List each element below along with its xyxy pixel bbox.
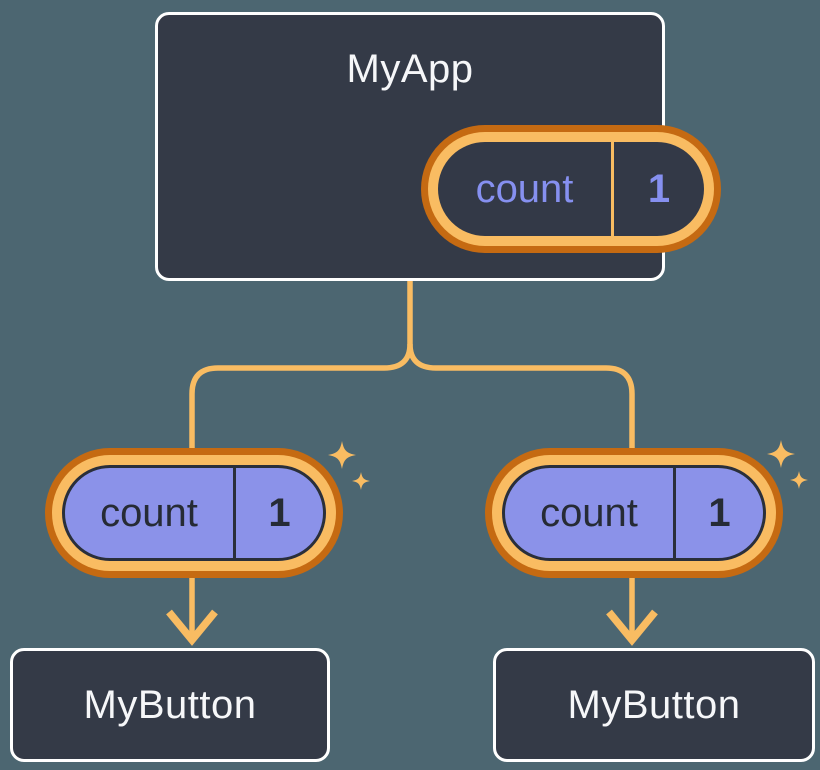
props-label: count bbox=[540, 490, 638, 535]
props-value: 1 bbox=[708, 490, 731, 535]
sparkles-icon bbox=[767, 440, 795, 468]
props-pill-body: count 1 bbox=[62, 465, 326, 561]
props-pill-inner-ring: count 1 bbox=[492, 455, 776, 571]
state-pill-root: count 1 bbox=[421, 125, 721, 253]
component-node-mybutton-left: MyButton bbox=[10, 648, 330, 762]
state-pill-body: count 1 bbox=[438, 142, 704, 236]
node-title: MyApp bbox=[346, 47, 474, 91]
pill-divider bbox=[673, 468, 676, 558]
props-pill-body: count 1 bbox=[502, 465, 766, 561]
props-pill-inner-ring: count 1 bbox=[52, 455, 336, 571]
arrow-down-icon bbox=[166, 609, 218, 646]
node-title: MyButton bbox=[83, 683, 257, 727]
arrow-down-icon bbox=[606, 609, 658, 646]
state-pill-inner-ring: count 1 bbox=[428, 132, 714, 246]
pill-divider bbox=[611, 142, 614, 236]
component-node-myapp: MyApp count 1 bbox=[155, 12, 721, 281]
wire-branch-left bbox=[189, 343, 413, 642]
sparkles-icon bbox=[790, 471, 808, 489]
props-pill-right: count 1 bbox=[485, 448, 783, 578]
props-value: 1 bbox=[268, 490, 291, 535]
state-value: 1 bbox=[647, 166, 671, 211]
props-pill-left: count 1 bbox=[45, 448, 343, 578]
pill-divider bbox=[233, 468, 236, 558]
component-node-mybutton-right: MyButton bbox=[493, 648, 815, 762]
sparkles-icon bbox=[328, 441, 356, 469]
props-label: count bbox=[100, 490, 198, 535]
wire-branch-right bbox=[407, 343, 635, 642]
sparkles-icon bbox=[352, 472, 370, 490]
node-title: MyButton bbox=[567, 683, 741, 727]
state-label: count bbox=[475, 166, 574, 211]
